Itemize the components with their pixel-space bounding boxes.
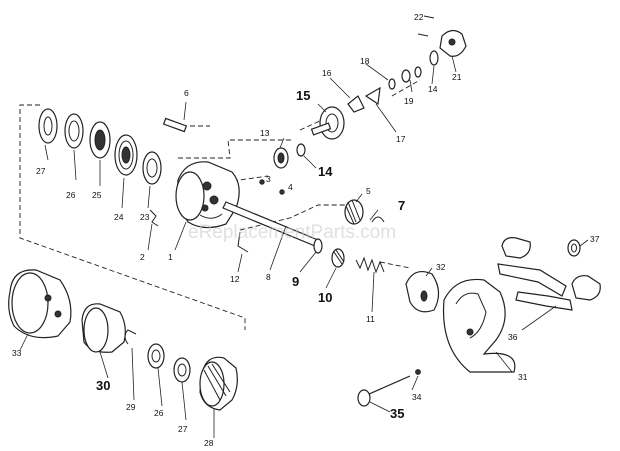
callout-32: 32	[436, 262, 446, 272]
spool-33	[8, 269, 72, 339]
callout-18: 18	[360, 56, 370, 66]
washer-27-top	[38, 108, 58, 144]
leader-lines	[19, 55, 589, 438]
callout-labels: 1 2 3 4 5 6 7 8 9 10 11 12 13 14 14 15 1…	[12, 12, 600, 448]
callout-19: 19	[404, 96, 414, 106]
bearing-24	[114, 134, 138, 176]
handle-arm-36	[497, 237, 601, 311]
spring-11	[355, 256, 385, 274]
callout-14-upper: 14	[428, 84, 438, 94]
spring-clip-12	[237, 231, 249, 253]
pawl-16	[347, 95, 365, 113]
callout-29: 29	[126, 402, 136, 412]
callout-26-top: 26	[66, 190, 76, 200]
washer-18	[388, 78, 396, 90]
callout-7: 7	[398, 198, 405, 213]
callout-2: 2	[140, 252, 145, 262]
callout-35: 35	[390, 406, 404, 421]
bearing-13	[273, 147, 289, 169]
pinion-gear-10	[331, 248, 345, 268]
washer-26-bottom	[147, 343, 165, 369]
callout-14-lower: 14	[318, 164, 333, 179]
rotor-cover-32	[405, 271, 440, 313]
lever-17	[364, 86, 381, 106]
watermark: eReplacementParts.com	[188, 222, 396, 243]
pin-6	[162, 101, 188, 133]
bearing-23	[142, 151, 162, 185]
callout-17: 17	[396, 134, 406, 144]
callout-22: 22	[414, 12, 424, 22]
knob-35	[357, 389, 371, 407]
callout-27-bottom: 27	[178, 424, 188, 434]
callout-25: 25	[92, 190, 102, 200]
callout-24: 24	[114, 212, 124, 222]
callout-30: 30	[96, 378, 110, 393]
bevel-gear-5	[344, 199, 364, 225]
callout-4: 4	[288, 182, 293, 192]
washer-9	[313, 238, 323, 254]
callout-36: 36	[508, 332, 518, 342]
callout-33: 33	[12, 348, 22, 358]
callout-13: 13	[260, 128, 270, 138]
reel-body-31	[442, 278, 516, 373]
callout-23: 23	[140, 212, 150, 222]
clip-2	[149, 209, 159, 227]
callout-27-top: 27	[36, 166, 46, 176]
callout-28: 28	[204, 438, 214, 448]
callout-9: 9	[292, 274, 299, 289]
handle-knob-37	[567, 239, 581, 257]
callout-37: 37	[590, 234, 600, 244]
callout-26-bottom: 26	[154, 408, 164, 418]
callout-3: 3	[266, 174, 271, 184]
callout-15: 15	[296, 88, 310, 103]
callout-6: 6	[184, 88, 189, 98]
clip-29	[124, 329, 137, 345]
screws-22	[417, 15, 435, 37]
screw-3	[259, 179, 265, 185]
reel-frame-1	[175, 161, 240, 229]
washer-14-lower	[296, 143, 306, 157]
callout-34: 34	[412, 392, 422, 402]
washer-27-bottom	[173, 357, 191, 383]
drag-assembly-30	[81, 303, 126, 353]
callout-1: 1	[168, 252, 173, 262]
drive-gear-15	[310, 106, 345, 140]
bearing-25	[89, 121, 111, 159]
callout-12: 12	[230, 274, 240, 284]
callout-16: 16	[322, 68, 332, 78]
washer-26-top	[64, 113, 84, 149]
callout-21: 21	[452, 72, 462, 82]
side-cover-21	[439, 29, 467, 57]
callout-10: 10	[318, 290, 332, 305]
callout-11: 11	[366, 314, 375, 324]
pin-7	[371, 216, 385, 223]
callout-8: 8	[266, 272, 271, 282]
callout-5: 5	[366, 186, 371, 196]
washer-14-upper	[429, 50, 439, 66]
drag-knob-28	[199, 356, 238, 411]
washer-19	[401, 66, 422, 83]
screw-4	[279, 189, 285, 195]
callout-31: 31	[518, 372, 528, 382]
